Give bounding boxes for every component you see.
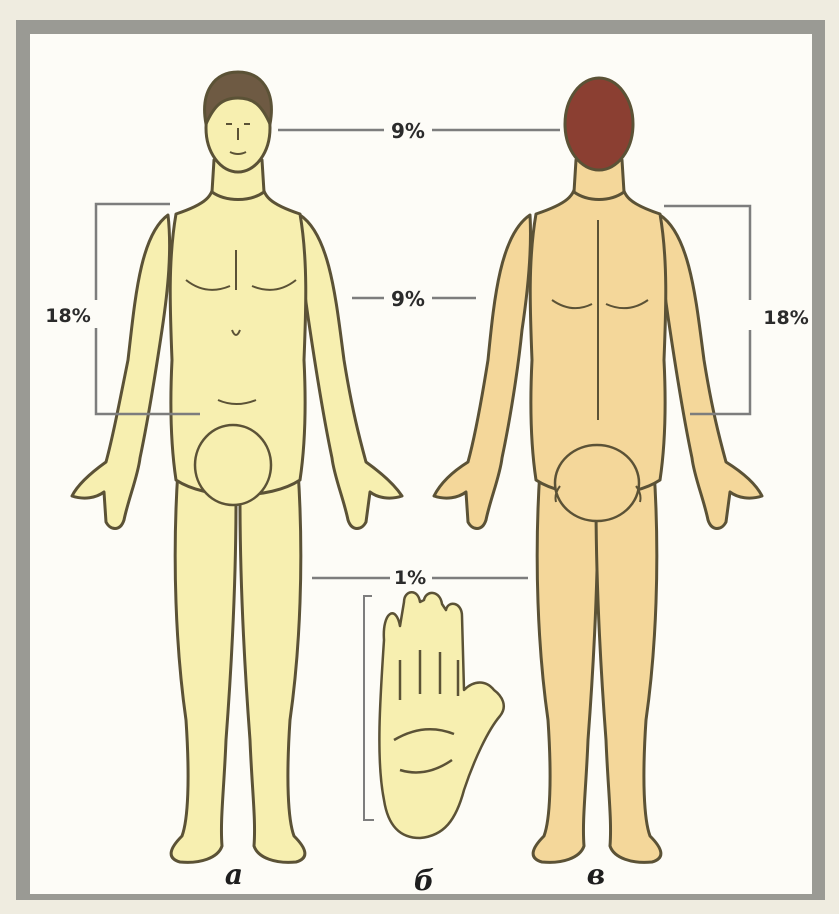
back-buttocks-circle xyxy=(555,445,639,521)
palm-caption: б xyxy=(414,864,434,897)
front-caption: а xyxy=(225,858,243,891)
trunk-percent-label: 9% xyxy=(391,287,425,311)
perineum-percent-label: 1% xyxy=(394,567,426,589)
back-head xyxy=(565,78,633,170)
left-arm-percent-label: 18% xyxy=(45,305,90,327)
head-percent-label: 9% xyxy=(391,119,425,143)
back-caption: в xyxy=(587,858,605,891)
front-perineum-circle xyxy=(195,425,271,505)
right-arm-percent-label: 18% xyxy=(763,307,808,329)
